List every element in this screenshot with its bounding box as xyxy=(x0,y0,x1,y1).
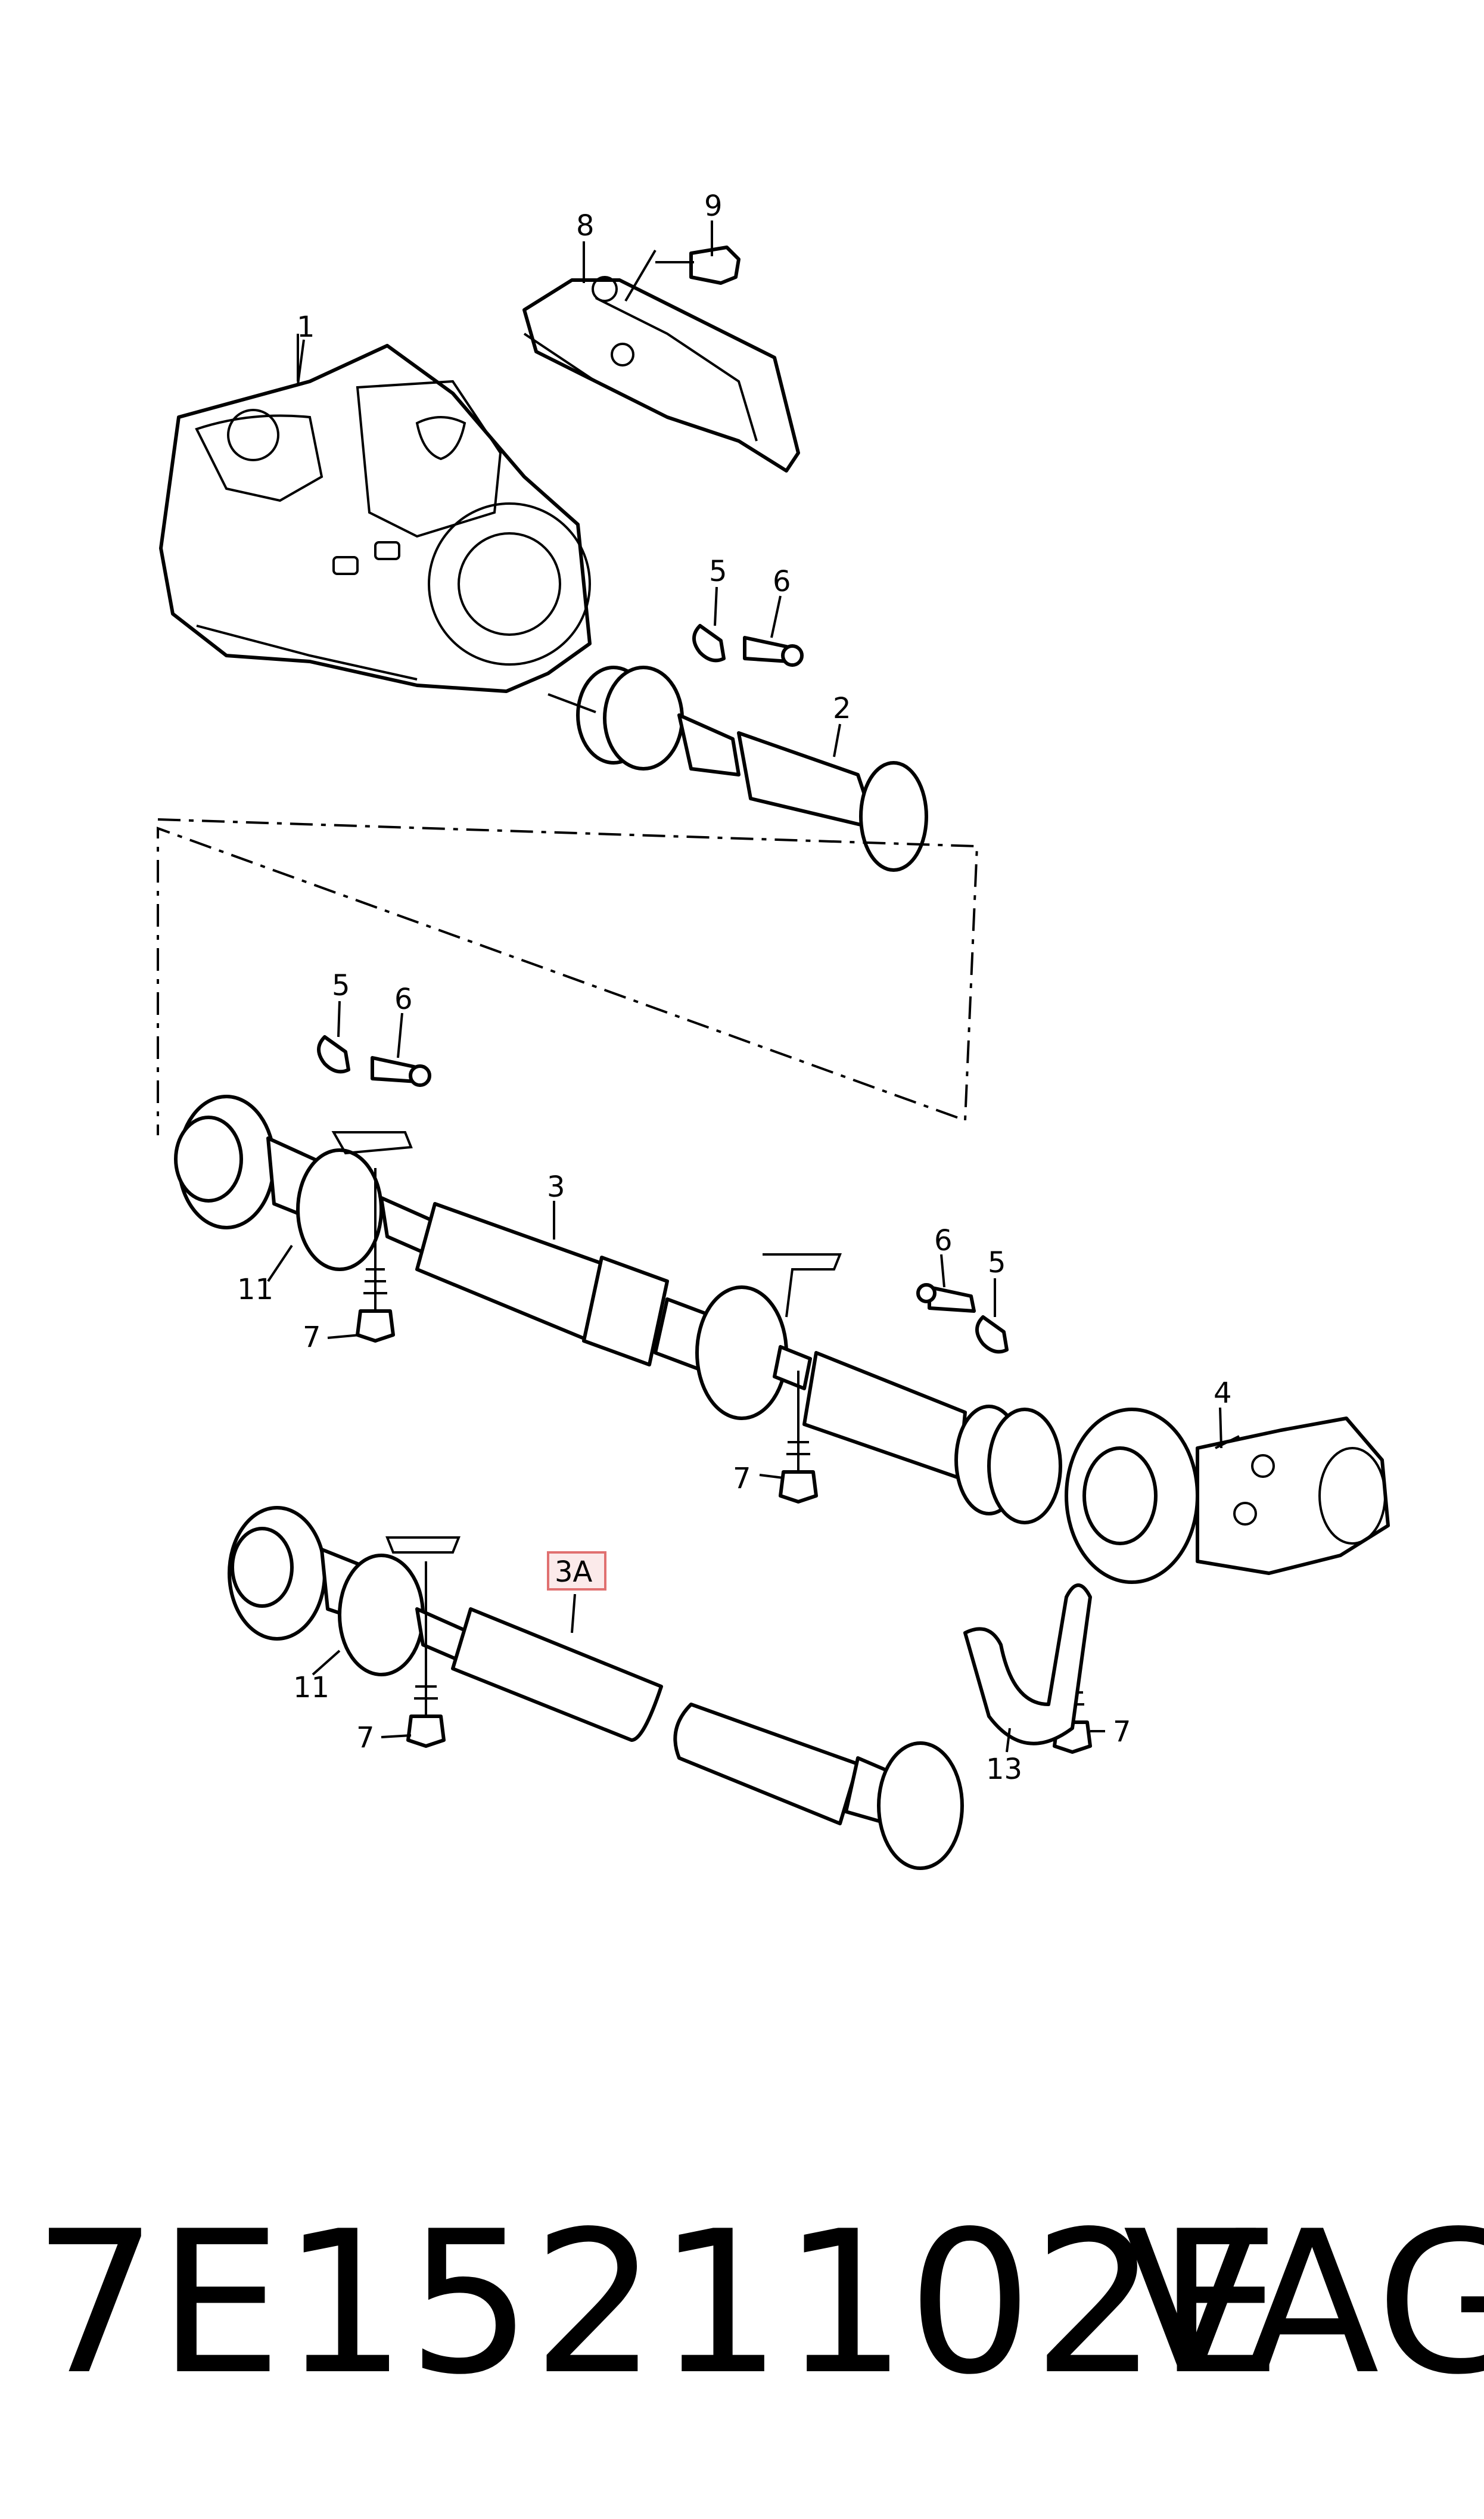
bolt-part-7-a xyxy=(356,1168,395,1343)
callout-1: 1 xyxy=(297,310,315,344)
callout-11-b: 11 xyxy=(293,1671,329,1704)
callout-7-c: 7 xyxy=(356,1721,375,1754)
callout-3a-box: 3A xyxy=(547,1551,606,1591)
callout-4: 4 xyxy=(1214,1377,1232,1410)
callout-5-top: 5 xyxy=(709,555,727,588)
rear-differential-part-4 xyxy=(1065,1408,1390,1584)
callout-5-right: 5 xyxy=(988,1246,1006,1279)
callout-11-a: 11 xyxy=(237,1273,273,1306)
bolt-part-9 xyxy=(624,246,741,302)
alternate-propshaft-part-3a xyxy=(228,1506,964,1870)
bolt-part-6-mid xyxy=(371,1056,431,1087)
callout-6-mid: 6 xyxy=(394,983,413,1016)
callout-8: 8 xyxy=(576,209,595,243)
bolt-part-7-b xyxy=(779,1371,818,1504)
callout-6-top: 6 xyxy=(773,565,791,598)
callout-7-b: 7 xyxy=(733,1462,751,1495)
callout-3a: 3A xyxy=(555,1555,593,1589)
brand-name: VAG xyxy=(1123,2189,1484,2418)
callout-7-d: 7 xyxy=(1113,1715,1131,1748)
heat-shield-part-8 xyxy=(522,276,800,473)
callout-6-right: 6 xyxy=(934,1224,953,1257)
front-propshaft-part-2 xyxy=(547,666,928,872)
callout-2: 2 xyxy=(833,692,851,725)
caption-footer: 7E1521102E VAG xyxy=(0,2205,1484,2455)
clip-part-5-mid xyxy=(317,1035,350,1074)
exploded-parts-diagram: 1 2 3 3A 4 5 5 5 6 6 6 7 7 7 7 8 9 11 11… xyxy=(157,190,1390,1870)
bolt-part-6-right xyxy=(916,1283,976,1313)
gearbox-part-1 xyxy=(159,334,592,693)
leader-lines xyxy=(267,220,1222,1753)
clip-part-5-top xyxy=(692,624,726,663)
strap-part-13 xyxy=(963,1583,1092,1745)
callout-9: 9 xyxy=(704,190,723,223)
clip-part-5-right xyxy=(975,1315,1009,1354)
part-number: 7E1521102E xyxy=(33,2189,1282,2418)
callout-3: 3 xyxy=(547,1170,565,1204)
callout-7-a: 7 xyxy=(303,1321,321,1354)
callout-5-mid: 5 xyxy=(332,969,350,1002)
rear-propshaft-part-3 xyxy=(174,1095,1062,1524)
callout-13: 13 xyxy=(986,1753,1022,1786)
bolt-part-6-top xyxy=(743,636,804,667)
assembly-connector-line xyxy=(157,818,979,1135)
